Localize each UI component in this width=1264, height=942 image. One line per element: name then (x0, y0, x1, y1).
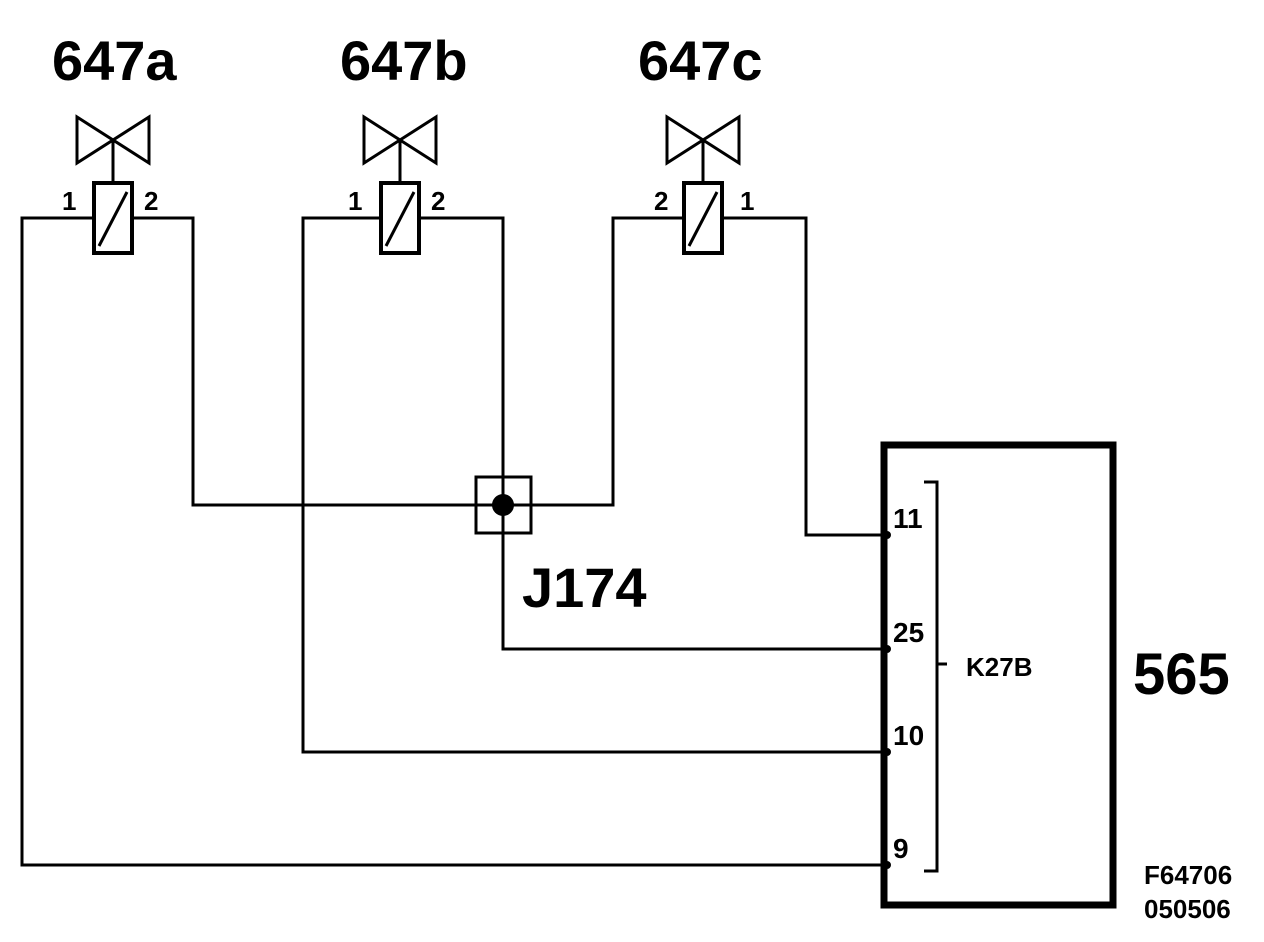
pin-dot-icon (883, 861, 891, 869)
wire-647b-pin2-to-j174 (419, 216, 505, 477)
unit-pin-label: 25 (893, 617, 924, 648)
valve-symbol-icon (665, 114, 741, 183)
pin-dot-icon (883, 748, 891, 756)
pin-label: 2 (654, 186, 668, 216)
wire-647a-pin2-to-j174 (132, 216, 476, 507)
coil-diagonal (384, 191, 416, 247)
pin-dot-icon (883, 531, 891, 539)
wire-647c-pin2-to-j174 (531, 216, 684, 507)
drawing-code: F64706 050506 (1144, 860, 1232, 924)
wires (20, 216, 885, 867)
pin-label: 2 (431, 186, 445, 216)
junction-label: J174 (522, 556, 647, 619)
valve-label-647a: 647a (52, 29, 177, 92)
valve-647a: 647a 1 2 (52, 29, 177, 255)
control-unit-box (880, 441, 1117, 909)
unit-pin-label: 10 (893, 720, 924, 751)
junction-j174: J174 (474, 475, 647, 619)
connector-label: K27B (966, 652, 1032, 682)
pin-label: 1 (348, 186, 362, 216)
pin-label: 1 (62, 186, 76, 216)
control-unit-label: 565 (1133, 642, 1230, 707)
valve-symbol-icon (75, 114, 151, 183)
unit-pin-label: 9 (893, 833, 909, 864)
wire-647b-pin1-to-pin10 (301, 216, 885, 754)
control-unit-565: 11 25 10 9 K27B 565 (880, 441, 1230, 909)
junction-dot-icon (492, 494, 514, 516)
valve-label-647c: 647c (638, 29, 763, 92)
valve-647c: 647c 2 1 (638, 29, 763, 255)
drawing-code-line2: 050506 (1144, 894, 1231, 924)
connector-bracket (924, 480, 939, 873)
wire-j174-to-pin25 (501, 533, 885, 651)
valve-symbol-icon (362, 114, 438, 183)
coil-diagonal (687, 191, 719, 247)
pin-label: 1 (740, 186, 754, 216)
wire-647a-pin1-to-pin9 (20, 216, 885, 867)
drawing-code-line1: F64706 (1144, 860, 1232, 890)
pin-label: 2 (144, 186, 158, 216)
wire-647c-pin1-to-pin11 (722, 216, 885, 537)
coil-diagonal (97, 191, 129, 247)
valve-label-647b: 647b (340, 29, 468, 92)
pin-dot-icon (883, 645, 891, 653)
unit-pin-label: 11 (893, 503, 923, 534)
